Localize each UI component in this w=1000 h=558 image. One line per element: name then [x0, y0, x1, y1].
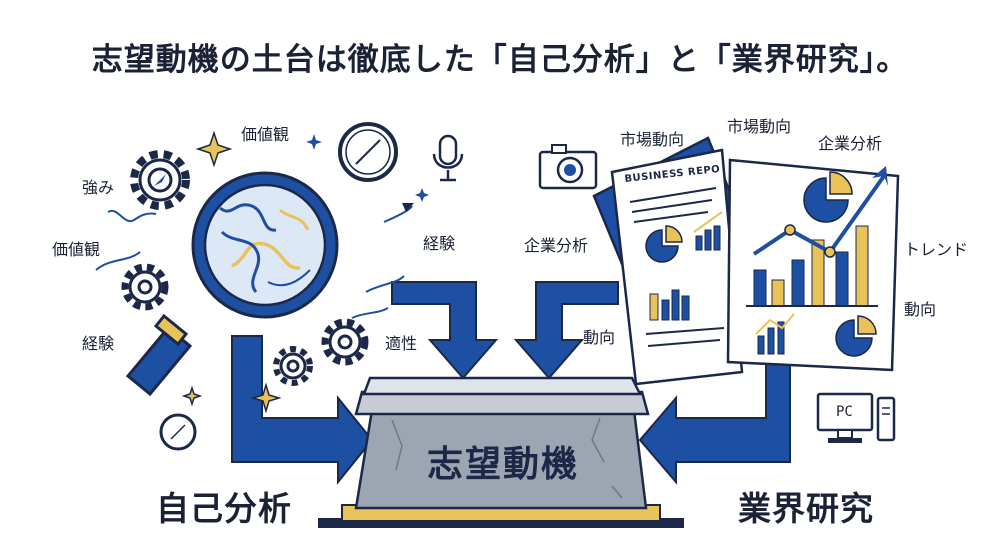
- label-market-trend-2: 市場動向: [727, 117, 792, 136]
- gear-icon: [130, 150, 190, 210]
- compass-icon: [159, 413, 197, 451]
- pc-icon: [816, 392, 896, 443]
- label-direction-right: 動向: [904, 300, 937, 319]
- gear-icon: [321, 318, 369, 366]
- arrow-right-to-pedestal: [638, 359, 791, 485]
- label-self-analysis: 自己分析: [156, 489, 292, 528]
- pc-label: PC: [836, 404, 853, 420]
- decorative-lines: [95, 203, 414, 319]
- magnifier-icon: [125, 171, 339, 397]
- label-company-analysis-left: 企業分析: [524, 236, 589, 255]
- pedestal-label: 志望動機: [426, 444, 579, 485]
- microphone-icon: [432, 134, 464, 182]
- arrow-top-left-down: [391, 281, 499, 380]
- label-industry-research: 業界研究: [738, 489, 874, 528]
- sparkle-icon: [181, 130, 282, 414]
- label-market-trend-1: 市場動向: [620, 130, 685, 149]
- arrow-left-to-pedestal: [231, 335, 374, 485]
- gear-icon: [121, 263, 169, 311]
- label-experience-left: 経験: [82, 334, 115, 353]
- compass-icon: [338, 122, 398, 182]
- label-values-top: 価値観: [241, 125, 290, 144]
- label-company-analysis-top: 企業分析: [818, 134, 883, 153]
- label-experience-right: 経験: [423, 234, 456, 253]
- label-trend: トレンド: [904, 240, 969, 259]
- gear-icon: [273, 346, 313, 386]
- label-aptitude: 適性: [385, 334, 418, 353]
- page-title: 志望動機の土台は徹底した「自己分析」と「業界研究」。: [91, 42, 909, 78]
- label-strengths: 強み: [82, 178, 115, 197]
- arrow-top-right-down: [513, 281, 619, 380]
- sparkle-icon: [306, 134, 429, 202]
- label-direction-left: 動向: [583, 328, 616, 347]
- label-values-left: 価値観: [52, 240, 101, 259]
- camera-icon: [538, 144, 598, 190]
- pedestal: [318, 376, 684, 528]
- chart-icon: [726, 158, 900, 372]
